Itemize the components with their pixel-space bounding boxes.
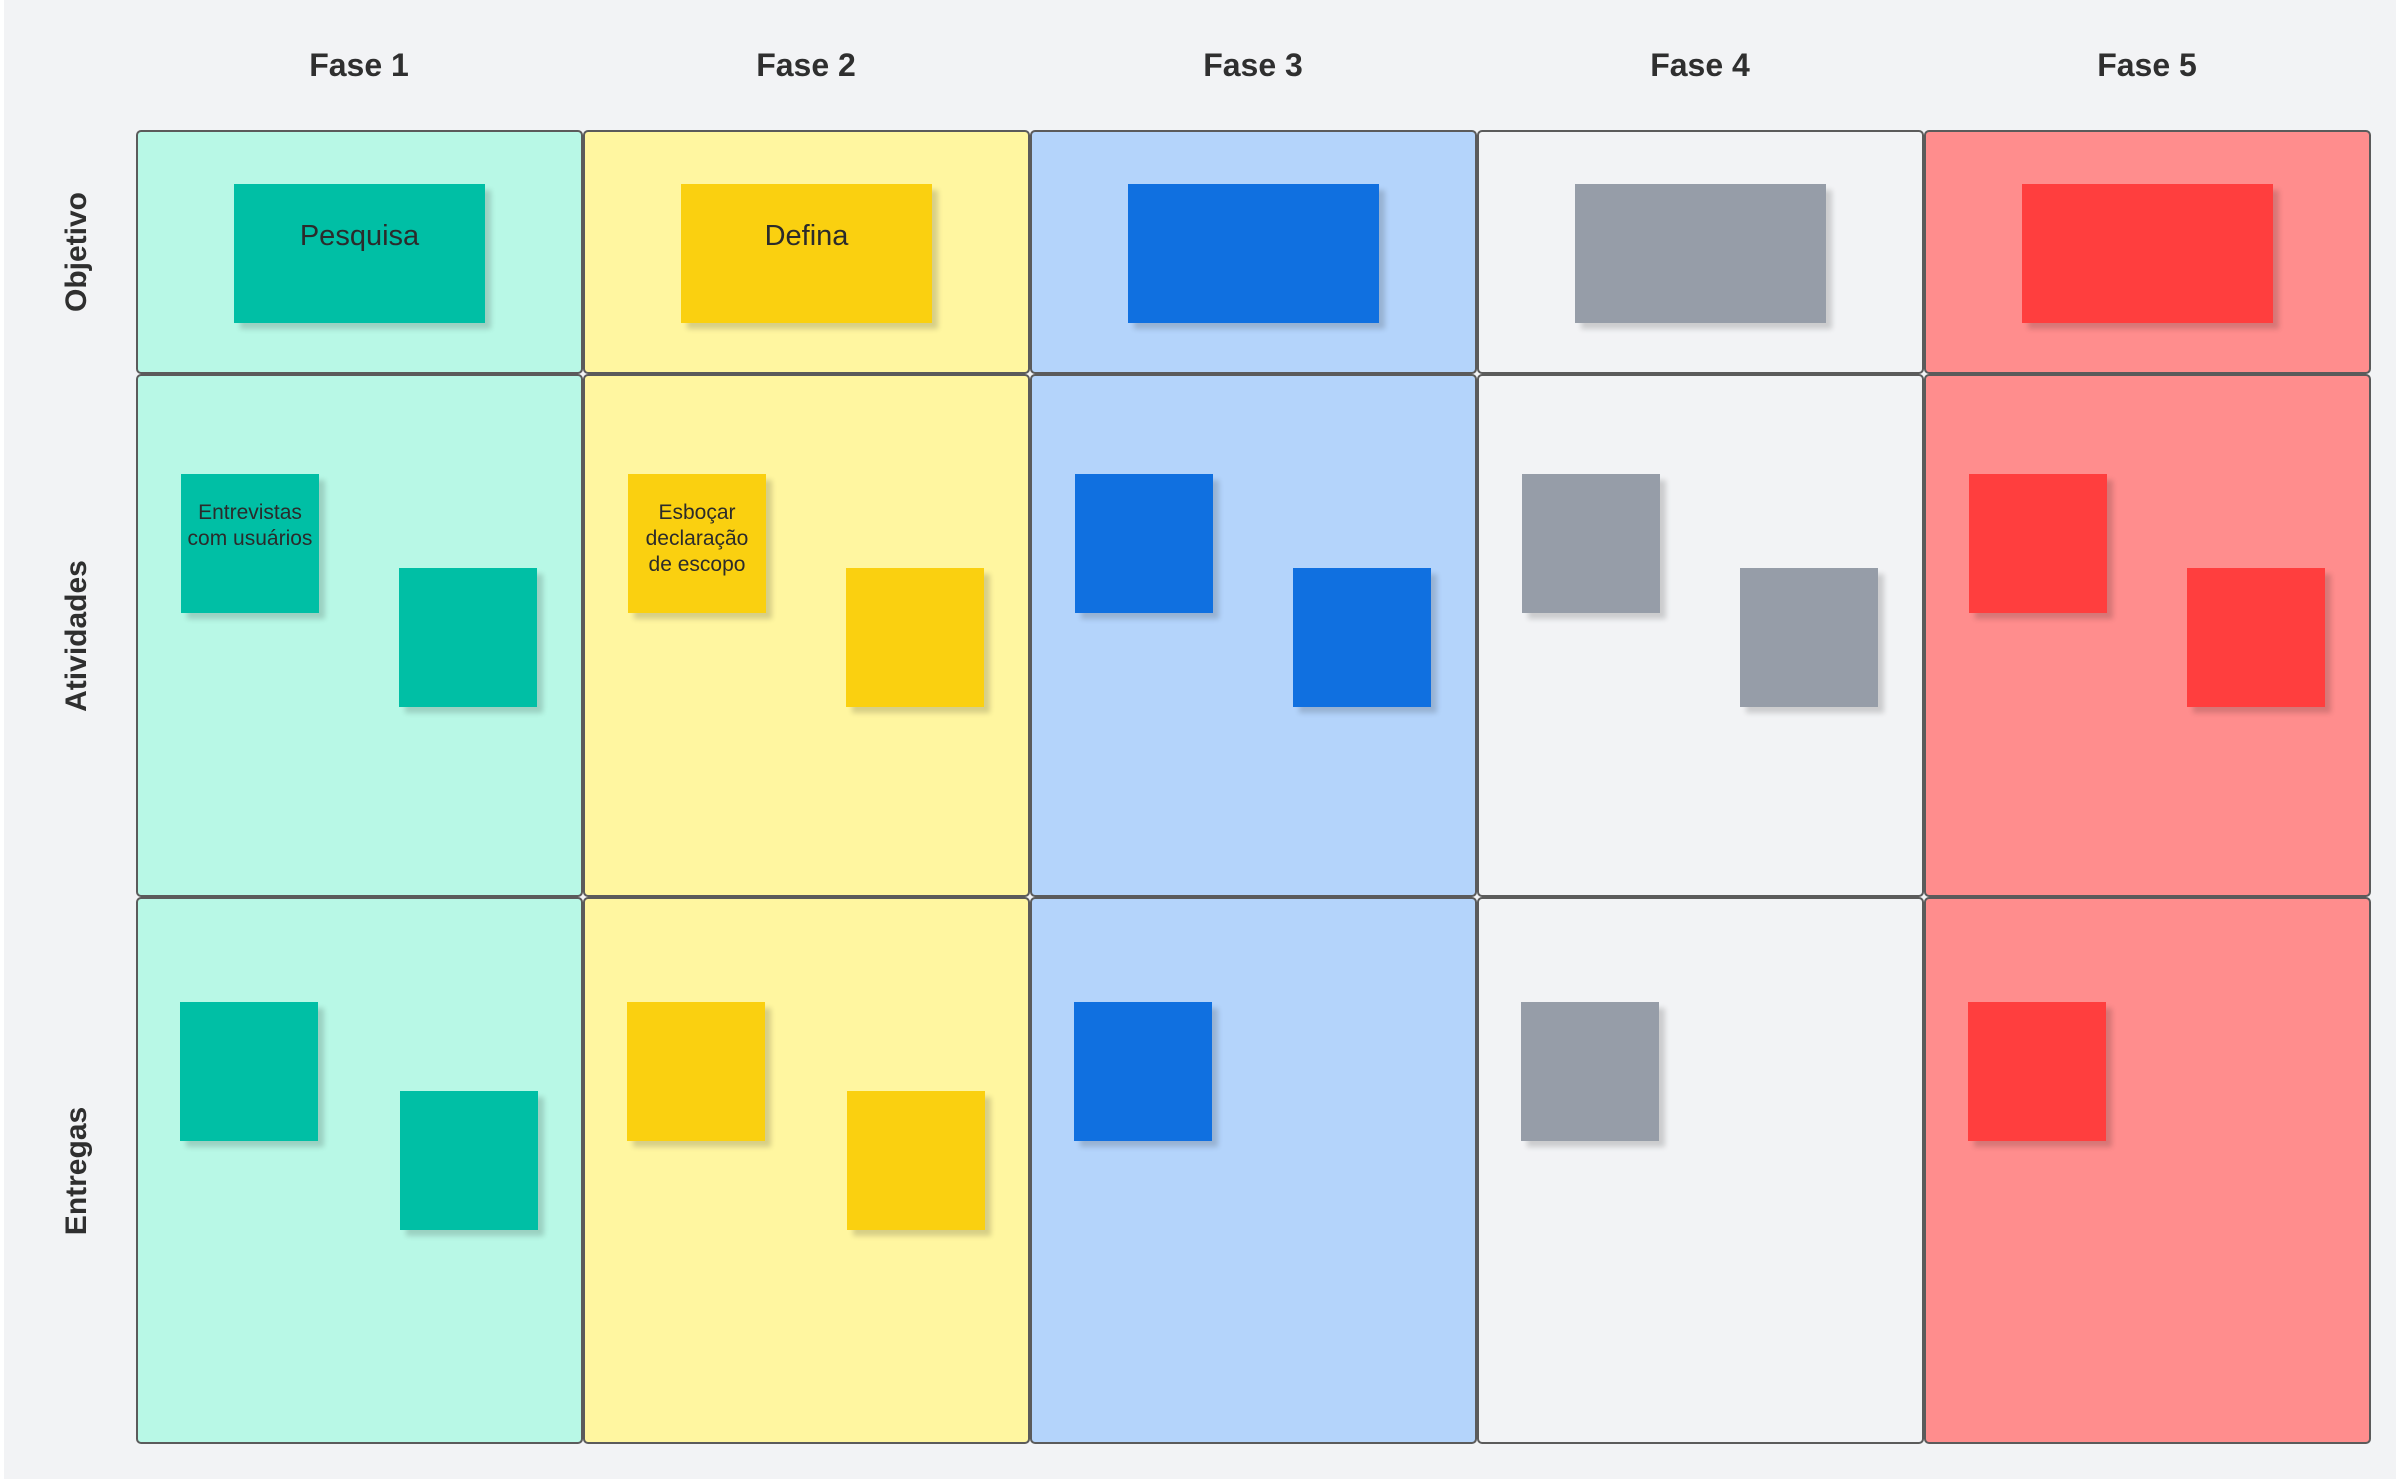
sticky-note-objetivo[interactable] — [1128, 184, 1379, 323]
row-label-text: Entregas — [60, 1106, 94, 1235]
sticky-note-atividade[interactable] — [399, 568, 537, 707]
sticky-note-entrega[interactable] — [1074, 1002, 1212, 1141]
sticky-note-atividade[interactable] — [1522, 474, 1660, 613]
row-label-entregas: Entregas — [22, 897, 132, 1444]
sticky-note-atividade[interactable] — [846, 568, 984, 707]
sticky-note-entrega[interactable] — [847, 1091, 985, 1230]
sticky-note-atividade[interactable]: Entrevistas com usuários — [181, 474, 319, 613]
phase-header-5: Fase 5 — [2097, 47, 2197, 83]
sticky-note-atividade[interactable] — [2187, 568, 2325, 707]
sticky-note-entrega[interactable] — [627, 1002, 765, 1141]
sticky-note-entrega[interactable] — [180, 1002, 318, 1141]
cell-entregas-fase-4[interactable] — [1477, 897, 1924, 1444]
row-label-text: Atividades — [60, 559, 93, 712]
sticky-note-atividade[interactable]: Esboçar declaração de escopo — [628, 474, 766, 613]
row-label-atividades: Atividades — [22, 374, 132, 897]
sticky-note-objetivo[interactable] — [1575, 184, 1826, 323]
sticky-note-entrega[interactable] — [1968, 1002, 2106, 1141]
sticky-note-atividade[interactable] — [1075, 474, 1213, 613]
phase-header-4: Fase 4 — [1650, 47, 1750, 83]
sticky-note-entrega[interactable] — [400, 1091, 538, 1230]
phase-header-3: Fase 3 — [1203, 47, 1303, 83]
row-label-objetivo: Objetivo — [22, 130, 132, 374]
sticky-note-objetivo[interactable]: Defina — [681, 184, 932, 323]
cell-entregas-fase-3[interactable] — [1030, 897, 1477, 1444]
cell-entregas-fase-5[interactable] — [1924, 897, 2371, 1444]
sticky-note-objetivo[interactable]: Pesquisa — [234, 184, 485, 323]
phase-header-1: Fase 1 — [309, 47, 409, 83]
sticky-note-atividade[interactable] — [1293, 568, 1431, 707]
phase-header-2: Fase 2 — [756, 47, 856, 83]
sticky-note-entrega[interactable] — [1521, 1002, 1659, 1141]
sticky-note-atividade[interactable] — [1740, 568, 1878, 707]
sticky-note-objetivo[interactable] — [2022, 184, 2273, 323]
sticky-note-atividade[interactable] — [1969, 474, 2107, 613]
row-label-text: Objetivo — [60, 191, 94, 313]
